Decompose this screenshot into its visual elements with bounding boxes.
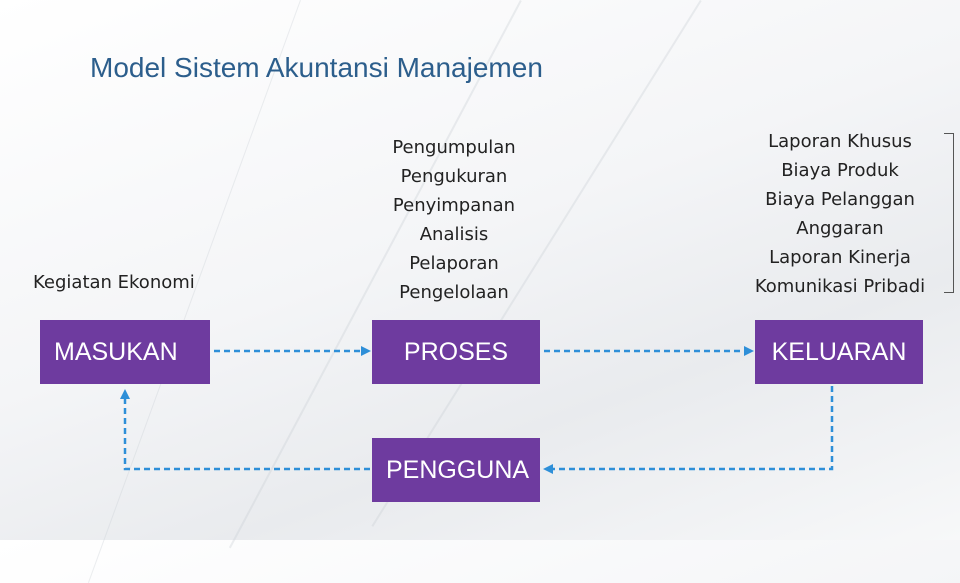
process-items-list: Pengumpulan Pengukuran Penyimpanan Anali…: [370, 133, 538, 307]
output-item: Biaya Produk: [781, 160, 899, 181]
process-item: Pelaporan: [409, 253, 499, 274]
output-item: Komunikasi Pribadi: [754, 276, 926, 297]
output-item: Laporan Khusus: [768, 131, 912, 152]
process-item: Pengukuran: [400, 166, 508, 187]
proses-box: PROSES: [372, 320, 540, 384]
process-item: Penyimpanan: [392, 195, 516, 216]
process-item: Analisis: [419, 224, 489, 245]
connector-layer: [120, 346, 834, 474]
output-item: Laporan Kinerja: [769, 247, 911, 268]
process-item: Pengumpulan: [392, 137, 516, 158]
input-label: Kegiatan Ekonomi: [33, 272, 195, 293]
page-title: Model Sistem Akuntansi Manajemen: [90, 52, 543, 83]
arrow-pengguna-to-masukan: [120, 389, 370, 471]
process-item: Pengelolaan: [399, 282, 509, 303]
output-bracket: [944, 133, 954, 293]
keluaran-box: KELUARAN: [755, 320, 923, 384]
arrow-keluaran-to-pengguna: [543, 386, 834, 474]
output-item: Anggaran: [796, 218, 884, 239]
masukan-box: MASUKAN: [40, 320, 210, 384]
output-item: Biaya Pelanggan: [765, 189, 915, 210]
pengguna-box: PENGGUNA: [372, 438, 540, 502]
output-items-list: Laporan Khusus Biaya Produk Biaya Pelang…: [738, 127, 942, 301]
